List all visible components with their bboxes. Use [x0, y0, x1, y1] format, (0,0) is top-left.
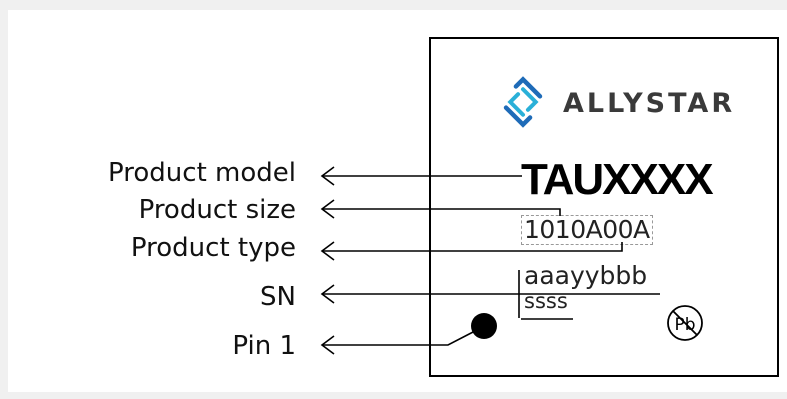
callout-product-size: Product size	[138, 195, 296, 225]
arrow-pin1-icon	[320, 335, 335, 355]
leader-pin1	[322, 330, 476, 346]
size-type-code: 1010A00A	[521, 215, 653, 245]
callout-sn: SN	[260, 282, 296, 312]
leader-product-size	[322, 208, 561, 216]
callout-product-model: Product model	[108, 158, 296, 188]
arrow-product-type-icon	[320, 241, 335, 261]
allystar-logo-icon	[503, 76, 543, 128]
frame-top	[0, 0, 787, 10]
model-marking: TAUXXXX	[521, 155, 714, 204]
sn-line-2: ssss	[524, 289, 568, 313]
arrow-product-size-icon	[320, 199, 335, 219]
arrow-sn-icon	[320, 284, 335, 304]
pb-free-icon: Pb	[667, 305, 703, 341]
pin1-dot-icon	[471, 313, 497, 339]
frame-left	[0, 0, 8, 399]
leader-product-type	[322, 242, 623, 252]
callout-product-type: Product type	[130, 233, 296, 263]
brand-name: ALLYSTAR	[563, 88, 736, 119]
pb-text: Pb	[674, 315, 695, 335]
arrow-product-model-icon	[320, 166, 335, 186]
sn-line-1: aaayybbb	[524, 261, 648, 290]
frame-bottom	[0, 392, 787, 399]
callout-pin1: Pin 1	[232, 331, 296, 361]
